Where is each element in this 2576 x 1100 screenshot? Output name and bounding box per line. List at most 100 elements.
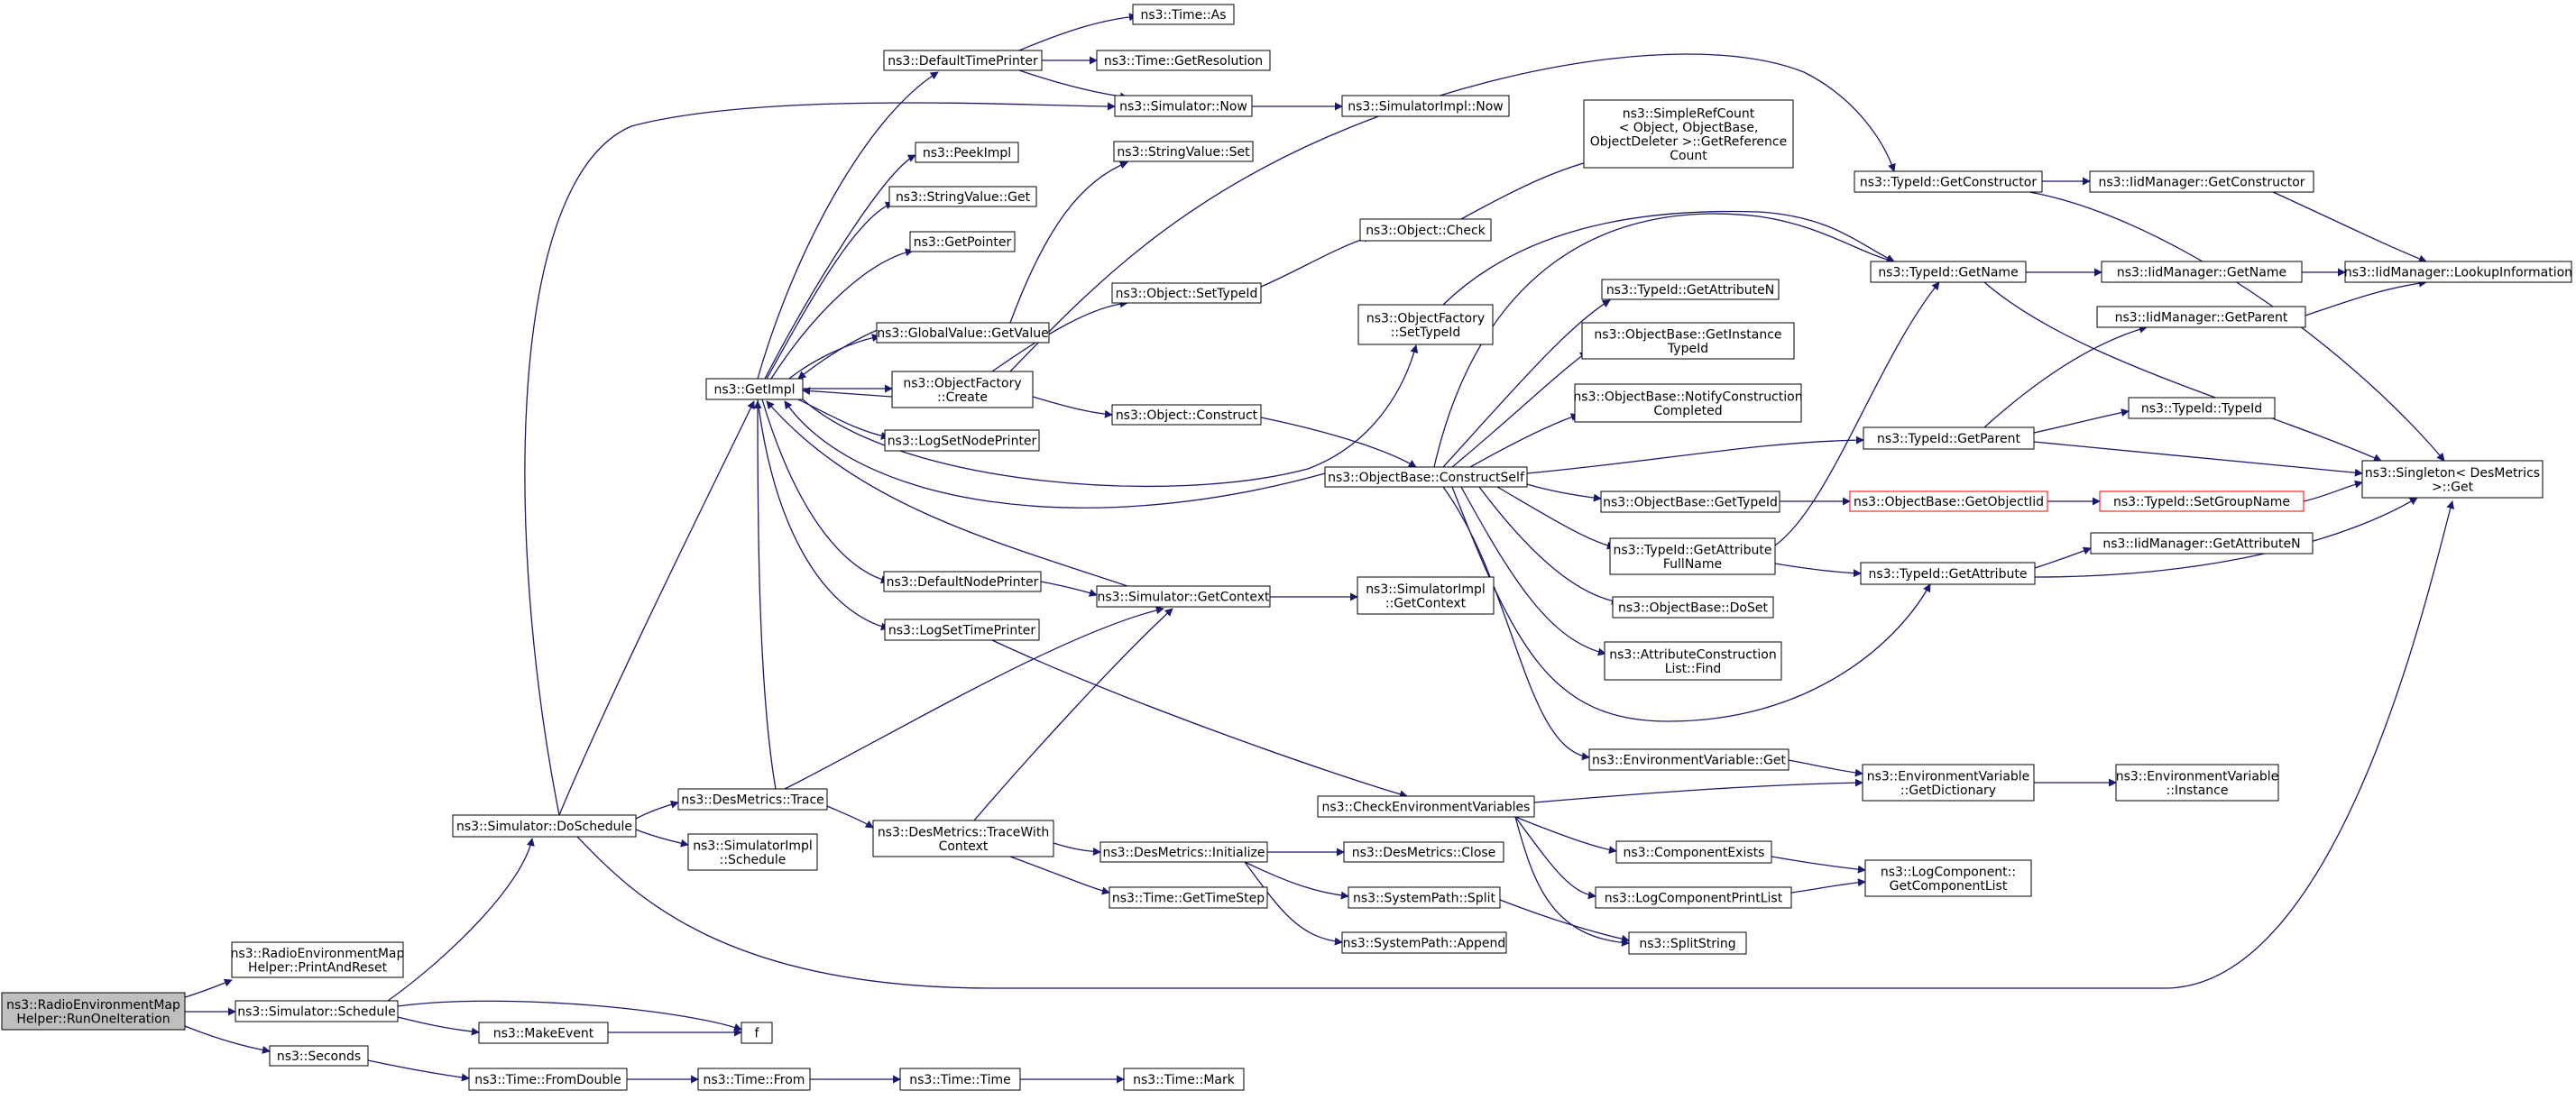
node-box [1581,322,1795,360]
node-tidgetctor[interactable]: ns3::TypeId::GetConstructor [1854,170,2043,193]
edge-defaulttimeprinter-to-simnow [1018,69,1128,101]
node-f[interactable]: f [741,1022,773,1044]
node-envvarinstance[interactable]: ns3::EnvironmentVariable::Instance [2115,764,2279,802]
node-box [1583,99,1794,169]
node-label-line: < Object, ObjectBase, [1619,121,1759,135]
node-label-line: ns3::Object::Check [1366,224,1486,238]
node-fromdouble[interactable]: ns3::Time::FromDouble [468,1068,628,1091]
node-objfactcreate[interactable]: ns3::ObjectFactory::Create [891,371,1034,408]
node-simnow[interactable]: ns3::Simulator::Now [1114,95,1253,117]
node-simimplgetctx[interactable]: ns3::SimulatorImpl::GetContext [1357,576,1495,615]
edge-objbaseconstructself-to-attrconstrfind [1460,486,1606,656]
node-label-line: ns3::DesMetrics::TraceWith [878,825,1049,839]
node-objbasedoset[interactable]: ns3::ObjectBase::DoSet [1612,596,1774,619]
node-box [2101,261,2303,283]
node-getimpl[interactable]: ns3::GetImpl [705,378,804,400]
node-simimplnow[interactable]: ns3::SimulatorImpl::Now [1341,95,1510,117]
node-box [2096,306,2306,328]
node-syspathsplit[interactable]: ns3::SystemPath::Split [1348,886,1501,909]
edge-doschedule-to-simimplsched [635,829,689,848]
node-label-line: ns3::GetImpl [713,383,795,398]
node-makeevent[interactable]: ns3::MakeEvent [478,1022,609,1044]
node-label-line: ns3::Simulator::DoSchedule [456,820,632,834]
node-sched[interactable]: ns3::Simulator::Schedule [235,1000,399,1022]
node-box [2089,170,2314,193]
nodes-layer: ns3::RadioEnvironmentMapHelper::RunOneIt… [1,4,2572,1091]
node-defaulttimeprinter[interactable]: ns3::DefaultTimePrinter [883,50,1043,71]
node-objconstruct[interactable]: ns3::Object::Construct [1111,404,1262,426]
node-logsetnodeprinter[interactable]: ns3::LogSetNodePrinter [884,429,1040,452]
node-defaultnodeprinter[interactable]: ns3::DefaultNodePrinter [883,571,1042,592]
node-compexists[interactable]: ns3::ComponentExists [1615,840,1772,864]
node-gettimestep[interactable]: ns3::Time::GetTimeStep [1109,886,1268,909]
node-strvalget[interactable]: ns3::StringValue::Get [888,186,1037,207]
node-objbasenotify[interactable]: ns3::ObjectBase::NotifyConstructionCompl… [1573,383,1803,423]
node-envvarget[interactable]: ns3::EnvironmentVariable::Get [1588,748,1789,771]
node-label-line: ns3::TypeId::GetConstructor [1860,176,2037,190]
node-logsettimeprinter[interactable]: ns3::LogSetTimePrinter [884,619,1040,641]
node-label-line: ns3::IidManager::GetAttributeN [2102,537,2300,552]
node-box [1123,1068,1245,1091]
node-box [2115,764,2279,802]
node-logcompgetlist[interactable]: ns3::LogComponent::GetComponentList [1864,859,2032,897]
edge-tidgetparent-to-singletonget [2033,441,2363,477]
node-getpointer[interactable]: ns3::GetPointer [909,231,1016,252]
node-desmclose[interactable]: ns3::DesMetrics::Close [1343,841,1504,863]
node-label-line: ns3::TypeId::TypeId [2141,402,2262,417]
node-simimplsched[interactable]: ns3::SimulatorImpl::Schedule [687,833,818,871]
node-label-line: ns3::TypeId::SetGroupName [2113,495,2290,509]
node-splitstring[interactable]: ns3::SplitString [1628,931,1747,955]
node-logcompprintlist[interactable]: ns3::LogComponentPrintList [1595,886,1792,909]
node-iidmgrlookup[interactable]: ns3::IidManager::LookupInformation [2344,261,2572,283]
node-envvargetdict[interactable]: ns3::EnvironmentVariable::GetDictionary [1862,764,2035,802]
node-desmtrace[interactable]: ns3::DesMetrics::Trace [677,788,828,811]
node-doschedule[interactable]: ns3::Simulator::DoSchedule [452,814,637,838]
node-label-line: ns3::StringValue::Get [896,190,1031,205]
node-strvalset[interactable]: ns3::StringValue::Set [1113,141,1254,162]
node-checkenvvars[interactable]: ns3::CheckEnvironmentVariables [1317,795,1535,818]
node-tidtypeid[interactable]: ns3::TypeId::TypeId [2128,397,2276,419]
node-iidmgrgetparent[interactable]: ns3::IidManager::GetParent [2096,306,2306,328]
node-objcheck[interactable]: ns3::Object::Check [1359,218,1492,242]
node-tidsetgroupname[interactable]: ns3::TypeId::SetGroupName [2099,490,2305,512]
node-tidgetattr[interactable]: ns3::TypeId::GetAttribute [1860,562,2036,585]
node-printandreset[interactable]: ns3::RadioEnvironmentMapHelper::PrintAnd… [231,941,405,978]
node-objsettypeid[interactable]: ns3::Object::SetTypeId [1111,282,1262,304]
node-desminit[interactable]: ns3::DesMetrics::Initialize [1099,841,1268,863]
node-iidmgrgetctor[interactable]: ns3::IidManager::GetConstructor [2089,170,2314,193]
node-label-line: ns3::GlobalValue::GetValue [877,326,1048,341]
node-timefrom[interactable]: ns3::Time::From [697,1068,811,1091]
edge-doschedule-to-desmtrace [635,800,679,820]
edge-objbaseconstructself-to-objbasenotify [1469,413,1579,468]
node-syspathappend[interactable]: ns3::SystemPath::Append [1341,931,1507,954]
node-simgetctx[interactable]: ns3::Simulator::GetContext [1096,585,1271,608]
node-objbasegetobjiid[interactable]: ns3::ObjectBase::GetObjectIid [1849,490,2048,512]
node-root[interactable]: ns3::RadioEnvironmentMapHelper::RunOneIt… [1,992,186,1031]
node-timetime[interactable]: ns3::Time::Time [899,1068,1021,1091]
node-objbaseconstructself[interactable]: ns3::ObjectBase::ConstructSelf [1324,466,1528,488]
node-iidmgrgetattrn[interactable]: ns3::IidManager::GetAttributeN [2090,532,2314,555]
node-seconds[interactable]: ns3::Seconds [269,1045,369,1067]
node-peekimpl[interactable]: ns3::PeekImpl [915,142,1019,163]
node-timemark[interactable]: ns3::Time::Mark [1123,1068,1245,1091]
node-tidgetname[interactable]: ns3::TypeId::GetName [1870,261,2027,283]
node-box [891,371,1034,408]
node-singletonget[interactable]: ns3::Singleton< DesMetrics>::Get [2361,460,2544,499]
node-objbasegettid[interactable]: ns3::ObjectBase::GetTypeId [1600,490,1780,513]
node-timegetres[interactable]: ns3::Time::GetResolution [1096,50,1271,71]
node-timeas[interactable]: ns3::Time::As [1132,4,1235,25]
node-box [1359,218,1492,242]
node-simplerefcount[interactable]: ns3::SimpleRefCount< Object, ObjectBase,… [1583,99,1794,169]
edge-sched-to-makeevent [397,1016,480,1036]
node-box [876,322,1050,344]
node-tidgetparent[interactable]: ns3::TypeId::GetParent [1863,426,2035,450]
node-tidgetattrn[interactable]: ns3::TypeId::GetAttributeN [1601,279,1780,300]
node-iidmgrgetname[interactable]: ns3::IidManager::GetName [2101,261,2303,283]
node-box [1615,840,1772,864]
node-objfactsettypeid[interactable]: ns3::ObjectFactory::SetTypeId [1357,304,1494,345]
node-globvalget[interactable]: ns3::GlobalValue::GetValue [876,322,1050,344]
